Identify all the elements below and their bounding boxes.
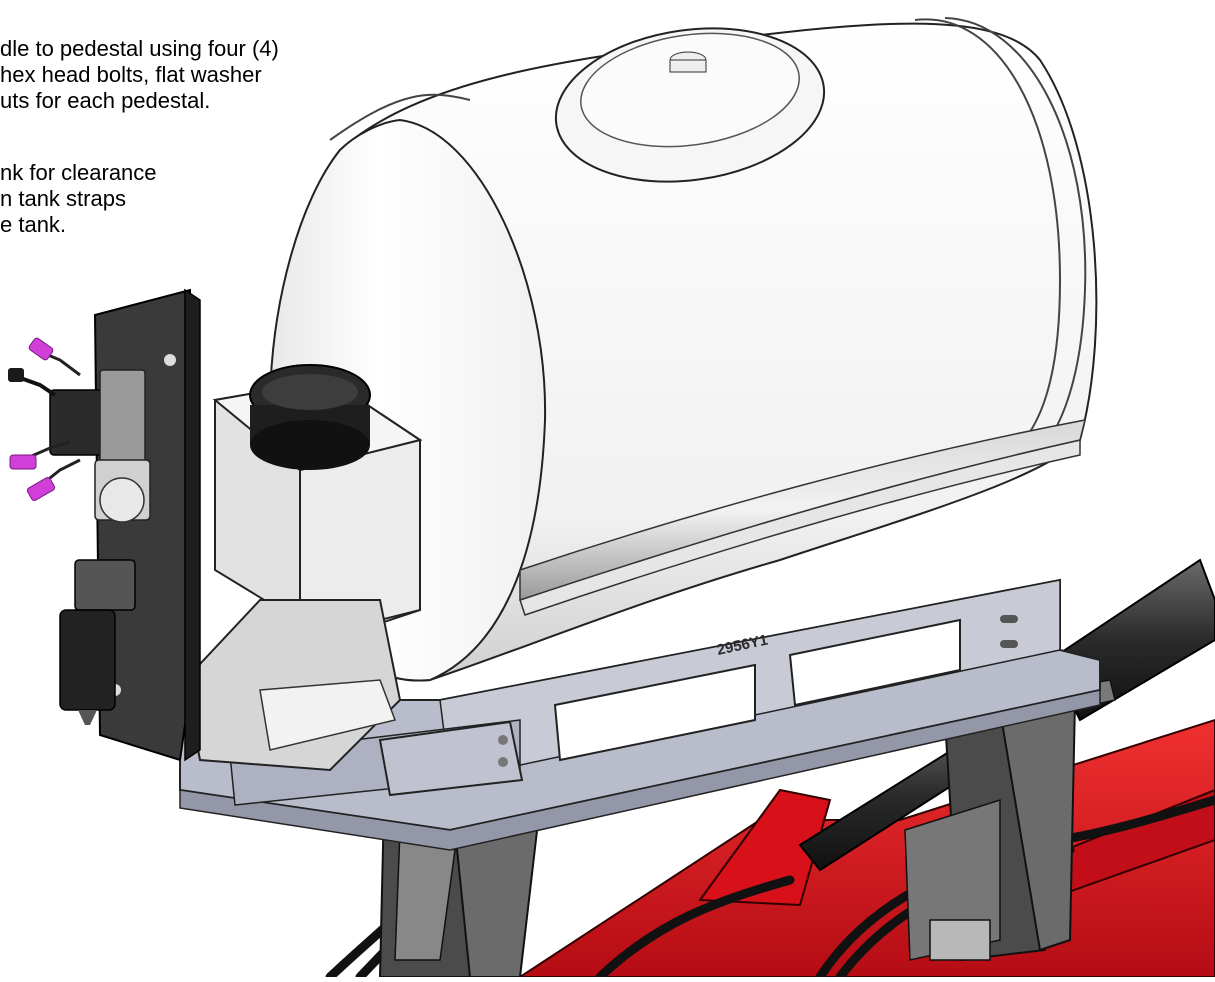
mounting-arm [378,720,524,797]
right-pedestal [904,698,1077,962]
instruction-line: hex head bolts, flat washer [0,62,262,87]
rinse-tank [212,364,423,642]
instruction-line: e tank. [0,212,67,237]
instruction-line: dle to pedestal using four (4) [0,36,279,61]
instruction-line: nk for clearance [0,160,157,185]
instruction-line: n tank straps [0,186,126,211]
electrical-connectors [8,337,81,501]
line-filter [59,609,116,725]
instruction-step-1: dle to pedestal using four (4)hex head b… [0,36,279,114]
instruction-line: uts for each pedestal. [0,88,211,113]
lower-battery-box [183,599,402,772]
control-valves [49,369,151,611]
